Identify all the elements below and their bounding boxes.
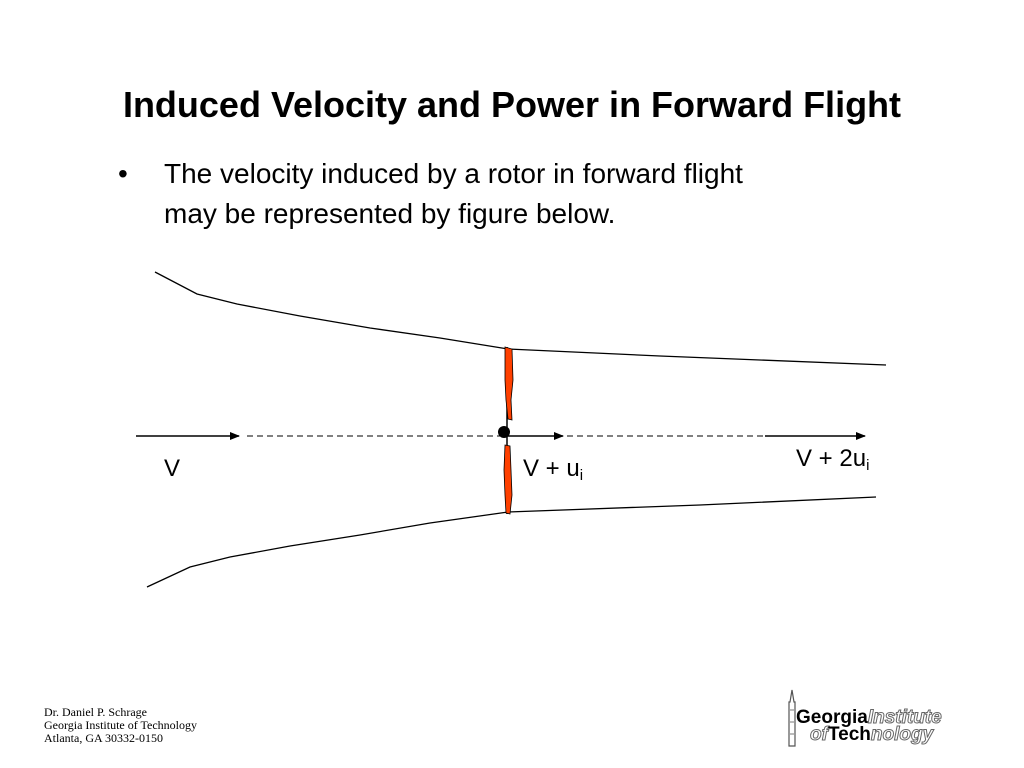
footer-author: Dr. Daniel P. Schrage [44,705,147,719]
upper-streamline [154,271,887,366]
rotor-hub [498,426,510,438]
label-far-subscript: i [866,457,870,474]
georgia-tech-logo: GeorgiaInstitute ofTechnology [780,688,960,748]
slide-title: Induced Velocity and Power in Forward Fl… [122,84,902,125]
label-freestream-velocity: V [164,455,180,483]
label-far-main: V + 2u [796,445,867,472]
label-rotor-velocity: V + ui [523,455,583,484]
rotor-blade-upper [504,346,514,421]
label-freestream-text: V [164,455,181,482]
logo-line-1: GeorgiaInstitute [796,707,942,728]
label-far-wake-velocity: V + 2ui [796,445,869,474]
footer-institution: Georgia Institute of Technology [44,718,198,732]
logo-tech: Tech [827,724,871,745]
logo-of: of [810,724,829,745]
logo-line-2: ofTechnology [810,724,934,745]
label-rotor-main: V + u [523,455,580,482]
bullet-line-1: The velocity induced by a rotor in forwa… [164,158,743,189]
logo-institute: Institute [867,707,942,728]
bullet-marker: • [118,158,128,189]
tech-tower-icon [788,689,796,747]
bullet-line-2: may be represented by figure below. [164,198,616,229]
footer-address: Atlanta, GA 30332-0150 [44,731,163,745]
bullet-text: The velocity induced by a rotor in forwa… [164,154,884,234]
logo-georgia: Georgia [796,707,868,728]
lower-streamline [146,496,877,588]
footer-credits: Dr. Daniel P. Schrage Georgia Institute … [44,706,197,745]
rotor-blade-lower [503,444,513,515]
logo-nology: nology [870,724,934,745]
label-rotor-subscript: i [579,467,584,484]
